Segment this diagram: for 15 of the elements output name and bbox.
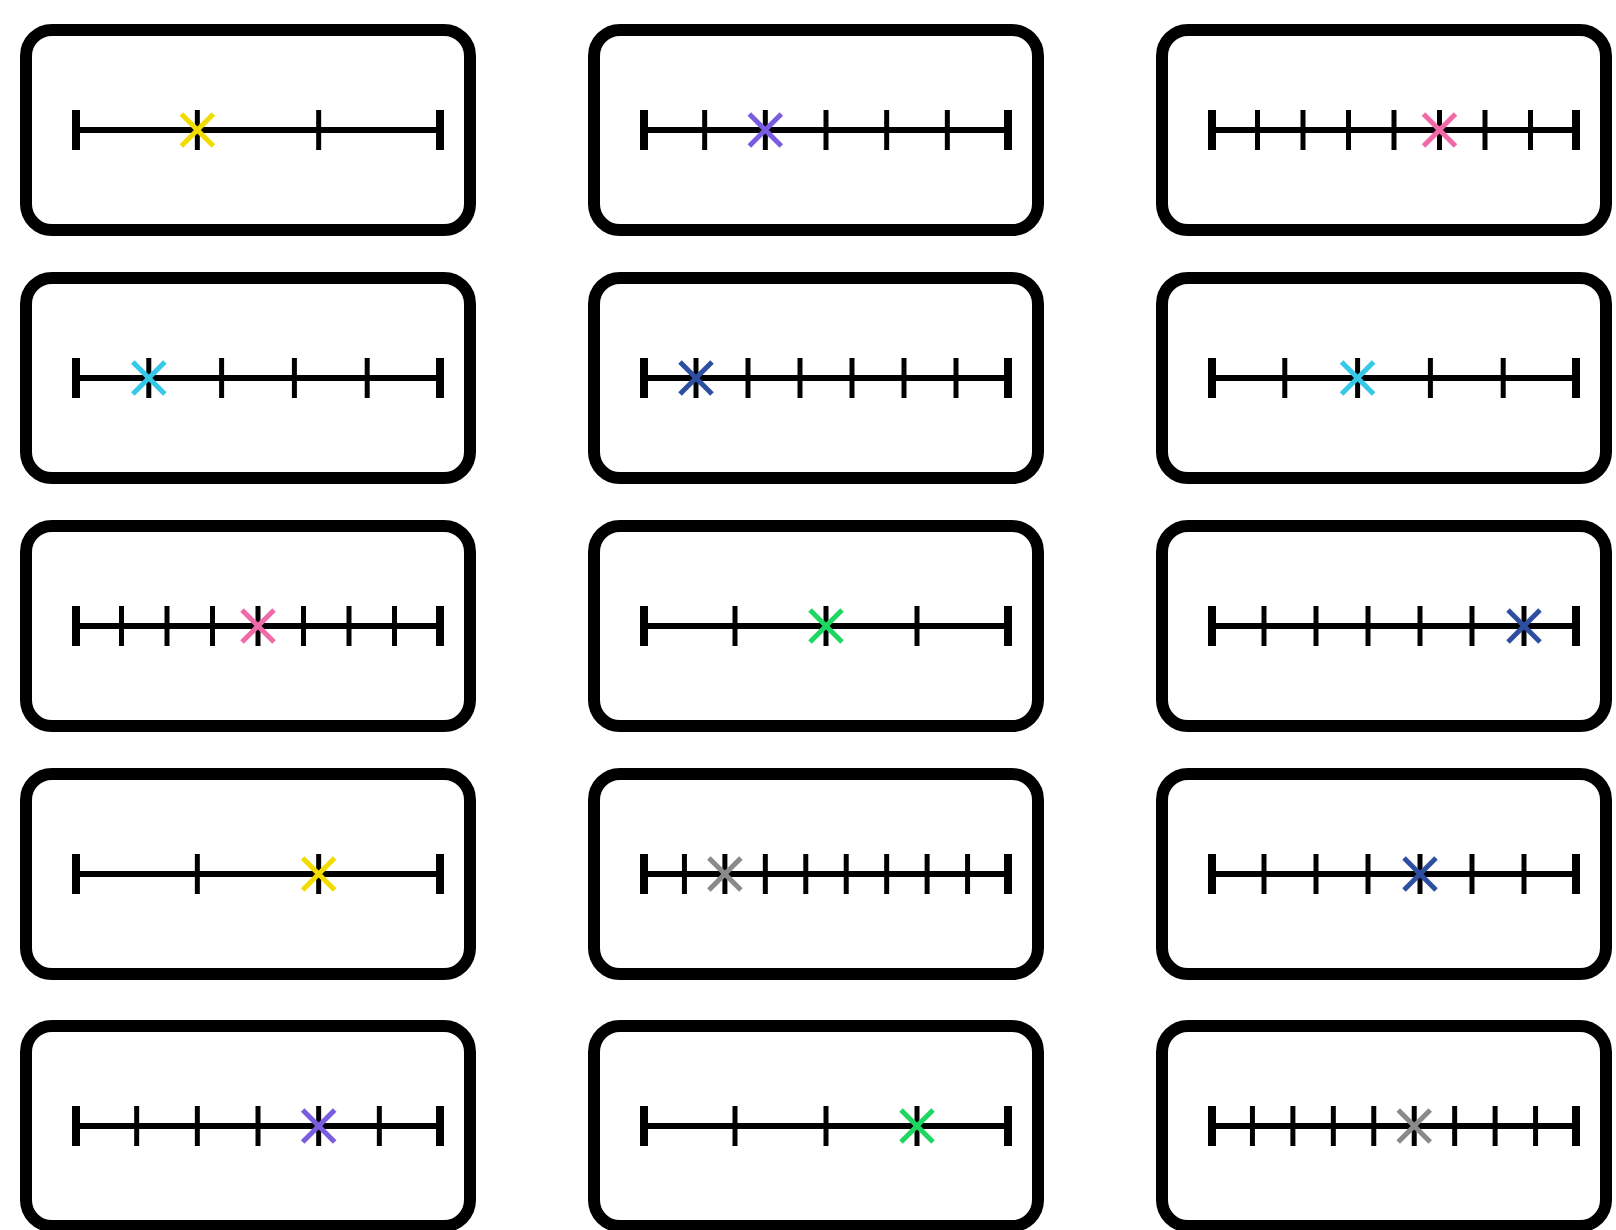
number-line-card: [20, 768, 476, 980]
number-line-card: [1156, 1020, 1612, 1230]
number-line-card: [588, 1020, 1044, 1230]
number-line-card: [20, 272, 476, 484]
number-line-card: [20, 1020, 476, 1230]
number-line-card: [1156, 768, 1612, 980]
number-line-card: [1156, 272, 1612, 484]
number-line-card: [20, 24, 476, 236]
number-line-card: [1156, 520, 1612, 732]
number-line-card: [1156, 24, 1612, 236]
number-line-card: [588, 24, 1044, 236]
number-line-card: [20, 520, 476, 732]
number-line-card: [588, 272, 1044, 484]
number-line-card: [588, 768, 1044, 980]
number-line-card: [588, 520, 1044, 732]
